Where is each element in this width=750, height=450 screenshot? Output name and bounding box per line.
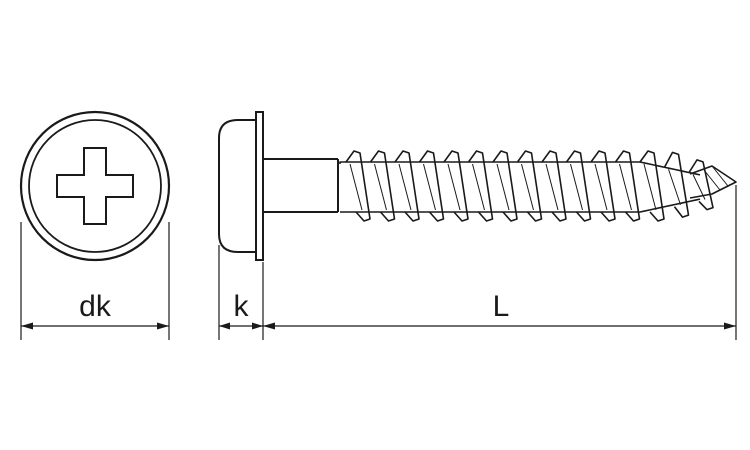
- thread-hatch: [619, 163, 632, 211]
- thread-hatch: [594, 163, 608, 211]
- head-outer-circle: [19, 110, 171, 262]
- screw-threads: [339, 150, 737, 222]
- dk-arrow-right: [157, 322, 169, 330]
- dimension-label-k: k: [234, 290, 250, 323]
- thread-hatch: [643, 163, 657, 211]
- screw-tip-hatch: [703, 165, 729, 191]
- head-inner-circle: [28, 119, 162, 253]
- thread-hatch: [374, 163, 387, 211]
- head-top-view: [19, 110, 171, 262]
- thread-hatch: [349, 163, 363, 211]
- head-washer-flange: [255, 111, 264, 261]
- k-arrow-left: [219, 322, 230, 330]
- thread-hatch: [521, 163, 534, 211]
- thread-turn: [590, 150, 616, 222]
- thread-hatch: [398, 163, 412, 211]
- thread-hatch: [472, 163, 485, 211]
- dimension-label-L: L: [493, 290, 510, 323]
- thread-turn: [516, 150, 543, 222]
- dimension-L: [263, 185, 737, 340]
- head-dome: [218, 119, 256, 253]
- thread-turn: [418, 150, 445, 222]
- thread-hatch: [447, 163, 461, 211]
- thread-turn: [688, 159, 714, 211]
- thread-turn: [541, 150, 567, 222]
- thread-turn: [443, 150, 469, 222]
- thread-turn: [663, 151, 690, 218]
- dimension-k: [218, 245, 264, 340]
- thread-turn: [639, 150, 665, 222]
- dk-arrow-left: [21, 322, 33, 330]
- thread-hatch: [545, 163, 559, 211]
- thread-turn: [492, 150, 518, 222]
- thread-core-bottom: [340, 198, 701, 213]
- thread-turn: [369, 150, 396, 222]
- thread-hatch: [423, 163, 436, 211]
- thread-turn: [614, 150, 641, 222]
- screw-tip: [689, 165, 737, 199]
- thread-hatch: [496, 163, 510, 211]
- phillips-recess-icon: [56, 147, 134, 225]
- thread-turn: [467, 150, 494, 222]
- k-arrow-right: [252, 322, 263, 330]
- screw-head-side: [218, 111, 264, 261]
- thread-turn: [565, 150, 592, 222]
- thread-turn: [394, 150, 420, 222]
- L-arrow-right: [724, 322, 736, 330]
- dimension-label-dk: dk: [79, 290, 112, 323]
- thread-hatch: [570, 163, 583, 211]
- thread-hatch: [668, 169, 681, 205]
- thread-turn: [345, 150, 371, 222]
- dimension-dk: [20, 222, 170, 340]
- L-arrow-left: [263, 322, 275, 330]
- screw-shank: [263, 158, 339, 213]
